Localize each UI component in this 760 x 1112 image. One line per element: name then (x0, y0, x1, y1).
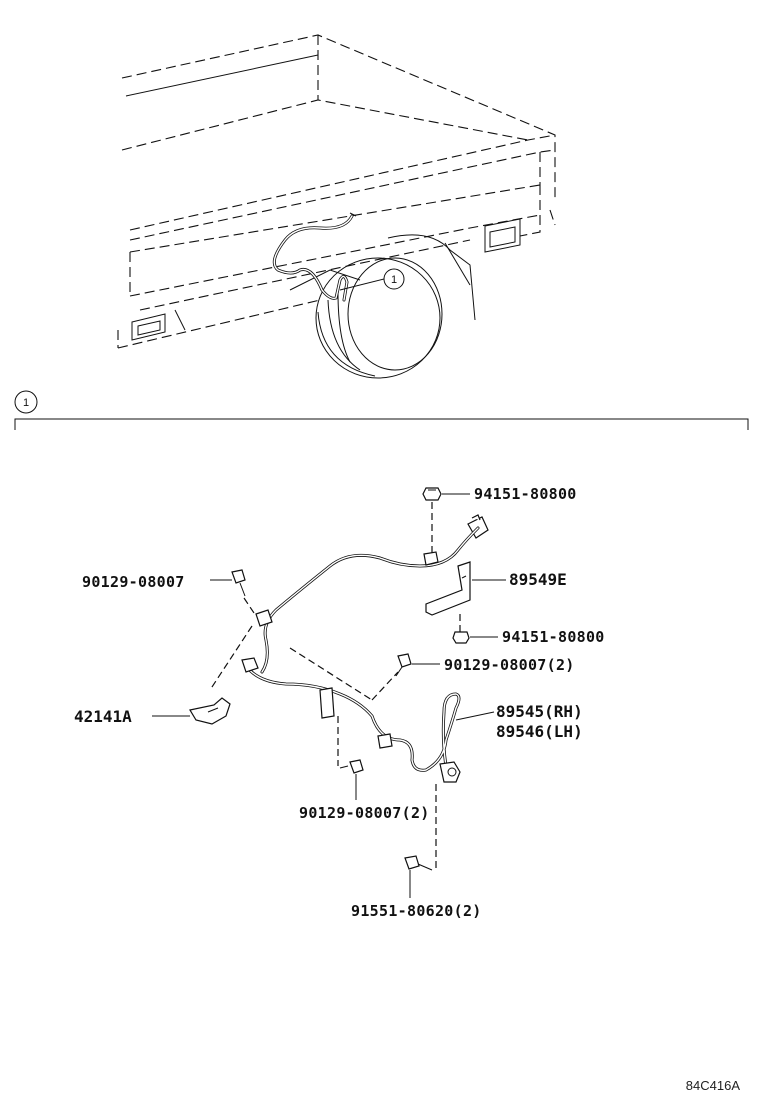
bolt-icon (404, 855, 433, 871)
bolt-icon (231, 569, 246, 597)
nut-icon (422, 487, 442, 501)
callout-1: 1 (383, 268, 405, 290)
bracket-icon (425, 561, 471, 616)
label-91551-80620: 91551-80620(2) (351, 902, 482, 920)
sensor-head-icon (439, 761, 461, 783)
nut-icon (452, 631, 470, 644)
figure-code: 84C416A (686, 1078, 741, 1093)
bolt-icon (395, 653, 412, 677)
label-94151-80800-top: 94151-80800 (474, 485, 577, 503)
bolt-icon (339, 759, 364, 774)
svg-text:1: 1 (391, 274, 397, 286)
section-marker: 1 (14, 390, 749, 430)
label-90129-08007-bottom: 90129-08007(2) (299, 804, 430, 822)
label-89546-lh: 89546(LH) (496, 722, 583, 741)
label-90129-08007-mid: 90129-08007(2) (444, 656, 575, 674)
truck-illustration (117, 34, 556, 379)
label-42141a: 42141A (74, 707, 132, 726)
label-94151-80800-lower: 94151-80800 (502, 628, 605, 646)
label-89549e: 89549E (509, 570, 567, 589)
axle-bracket-icon (189, 697, 231, 725)
label-89545-rh: 89545(RH) (496, 702, 583, 721)
svg-text:1: 1 (23, 397, 29, 409)
exploded-parts (152, 487, 506, 898)
label-90129-08007-left: 90129-08007 (82, 573, 185, 591)
